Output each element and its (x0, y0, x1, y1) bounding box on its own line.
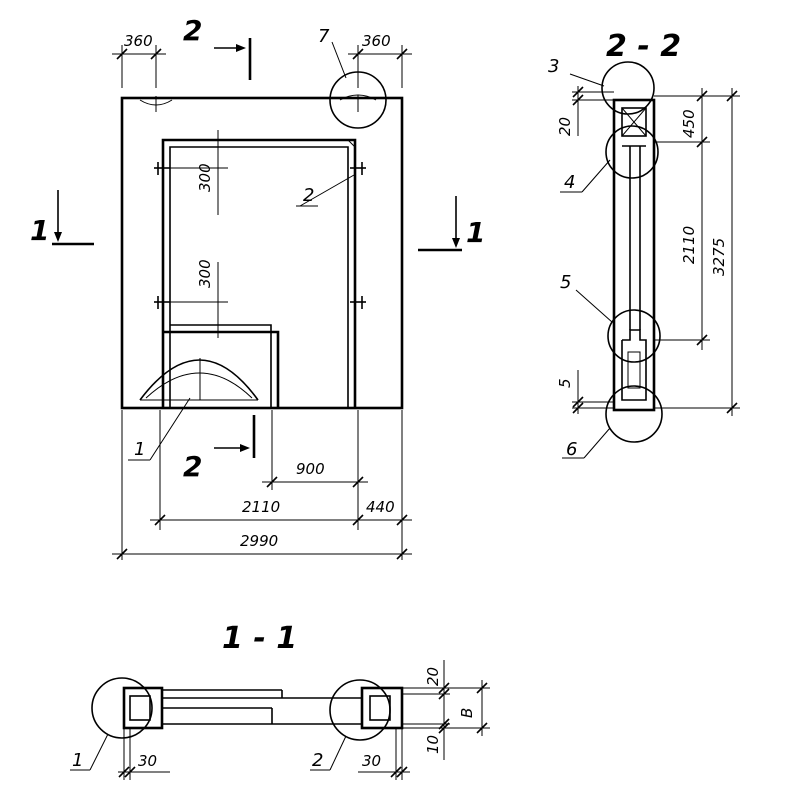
dim-3275: 3275 (710, 238, 728, 276)
callout-2: 2 (303, 185, 314, 206)
section-1-1-title: 1 - 1 (222, 621, 297, 656)
profile-bottom-box (621, 329, 647, 401)
section-mark-1-right: 1 (418, 196, 485, 252)
detail-circle-6 (605, 385, 663, 443)
profile-left-inner (129, 695, 151, 721)
dim-B: B (458, 708, 476, 718)
corner-mark (347, 139, 356, 148)
leader-7 (331, 41, 347, 79)
profile-right-inner (369, 695, 391, 721)
profile-bottom-inner (627, 351, 641, 389)
dim-360-left: 360 (124, 32, 153, 50)
leader-5 (575, 289, 613, 323)
dim-5: 5 (556, 378, 574, 388)
leader-3 (569, 73, 605, 87)
callout-1: 1 (134, 439, 145, 460)
dim-900: 900 (296, 460, 325, 478)
profile-outline (612, 98, 656, 412)
hinge-studs (154, 162, 366, 309)
opening-contour (161, 138, 357, 408)
dim-20-11: 20 (424, 667, 442, 686)
dim-2990: 2990 (240, 532, 278, 550)
arch-outline (139, 359, 259, 401)
svg-text:2: 2 (183, 14, 202, 47)
inner-step-line (170, 324, 272, 408)
section-2-2-title: 2 - 2 (606, 29, 681, 64)
leader-4 (581, 159, 611, 193)
main-plan-view: 300 300 360 360 7 2 (30, 14, 485, 560)
dim-20: 20 (556, 117, 574, 136)
callout-3: 3 (548, 56, 559, 77)
section-mark-2-top: 2 (183, 14, 252, 80)
dim-2110: 2110 (242, 498, 280, 516)
leader-6 (583, 427, 611, 459)
section-mark-1-left: 1 (30, 190, 94, 247)
svg-text:1: 1 (466, 216, 485, 249)
dim-360-right: 360 (362, 32, 391, 50)
opening-inner-contour (169, 146, 349, 408)
profile-right-end (360, 686, 404, 730)
callout-6: 6 (566, 439, 577, 460)
detail-circle-2-11 (329, 679, 391, 741)
detail-circle-4 (605, 125, 659, 179)
profile-top-box (621, 107, 647, 137)
dim-450: 450 (680, 109, 698, 138)
panel-outline (120, 96, 404, 410)
leader-1 (149, 397, 191, 461)
dim-300-upper: 300 (196, 163, 214, 192)
dim-2110-side: 2110 (680, 226, 698, 264)
callout-4: 4 (564, 172, 575, 193)
leader-2 (299, 174, 355, 207)
callout-2-11: 2 (312, 750, 323, 771)
callout-7: 7 (318, 26, 330, 47)
inner-step (163, 330, 280, 408)
svg-text:1: 1 (30, 214, 49, 247)
dim-ticks-main (116, 48, 408, 560)
section-mark-2-bottom: 2 (183, 415, 256, 483)
dim-30-left: 30 (138, 752, 157, 770)
dim-ticks-11 (118, 682, 488, 778)
dim-300-lower: 300 (196, 259, 214, 288)
section-2-2-view: 2 - 2 3 4 5 6 20 5 (548, 29, 740, 460)
section-1-1-view: 1 - 1 1 2 30 30 (70, 621, 490, 780)
callout-1-11: 1 (72, 750, 83, 771)
leader-2-11 (329, 735, 347, 771)
svg-text:2: 2 (183, 450, 202, 483)
leader-1-11 (89, 733, 109, 771)
detail-circle-3 (601, 61, 655, 115)
dim-10-11: 10 (424, 735, 442, 754)
callout-5: 5 (560, 272, 571, 293)
dim-ticks-22 (572, 86, 738, 414)
detail-circle-1-11 (91, 677, 153, 739)
dim-440: 440 (366, 498, 395, 516)
detail-circle-5 (607, 309, 661, 363)
dim-30-right: 30 (362, 752, 381, 770)
